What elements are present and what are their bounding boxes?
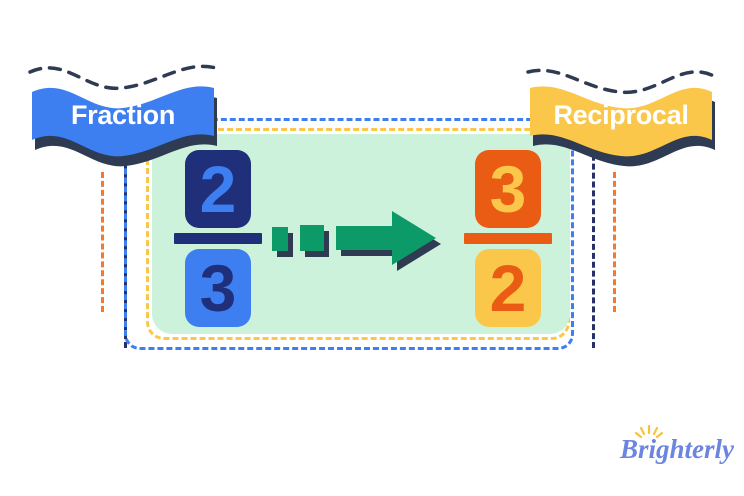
fraction-source-bar <box>174 233 262 244</box>
arrow-dash-2 <box>300 225 324 251</box>
banner-reciprocal: Reciprocal <box>526 68 716 167</box>
brighterly-logo: Brighterly <box>618 424 735 470</box>
banner-fraction-dashed-arc <box>28 64 218 90</box>
fraction-result: 3 2 <box>462 150 554 327</box>
banner-fraction: Fraction <box>28 64 218 167</box>
transforms-into-arrow <box>268 208 448 272</box>
frame-orange-left-stroke <box>101 172 104 312</box>
banner-reciprocal-dashed-arc <box>526 68 716 94</box>
fraction-source-numerator: 2 <box>185 150 251 228</box>
frame-navy-right-stroke <box>592 128 595 348</box>
fraction-result-bar <box>464 233 552 244</box>
frame-orange-right-stroke <box>613 172 616 312</box>
banner-reciprocal-fill <box>530 86 712 157</box>
fraction-source-denominator: 3 <box>185 249 251 327</box>
brighterly-wordmark: Brighterly <box>619 434 735 464</box>
arrow-head <box>336 211 436 265</box>
fraction-result-denominator: 2 <box>475 249 541 327</box>
banner-fraction-shape <box>28 64 218 167</box>
brighterly-logo-icon: Brighterly <box>619 424 735 464</box>
arrow-dash-1 <box>272 227 288 251</box>
arrow-icon <box>272 211 441 271</box>
frame-blue-dashed <box>124 118 574 350</box>
banner-reciprocal-shape <box>526 68 716 167</box>
fraction-result-numerator: 3 <box>475 150 541 228</box>
sunburst-icon <box>634 424 664 439</box>
fraction-source: 2 3 <box>172 150 264 327</box>
banner-fraction-fill <box>32 86 214 157</box>
